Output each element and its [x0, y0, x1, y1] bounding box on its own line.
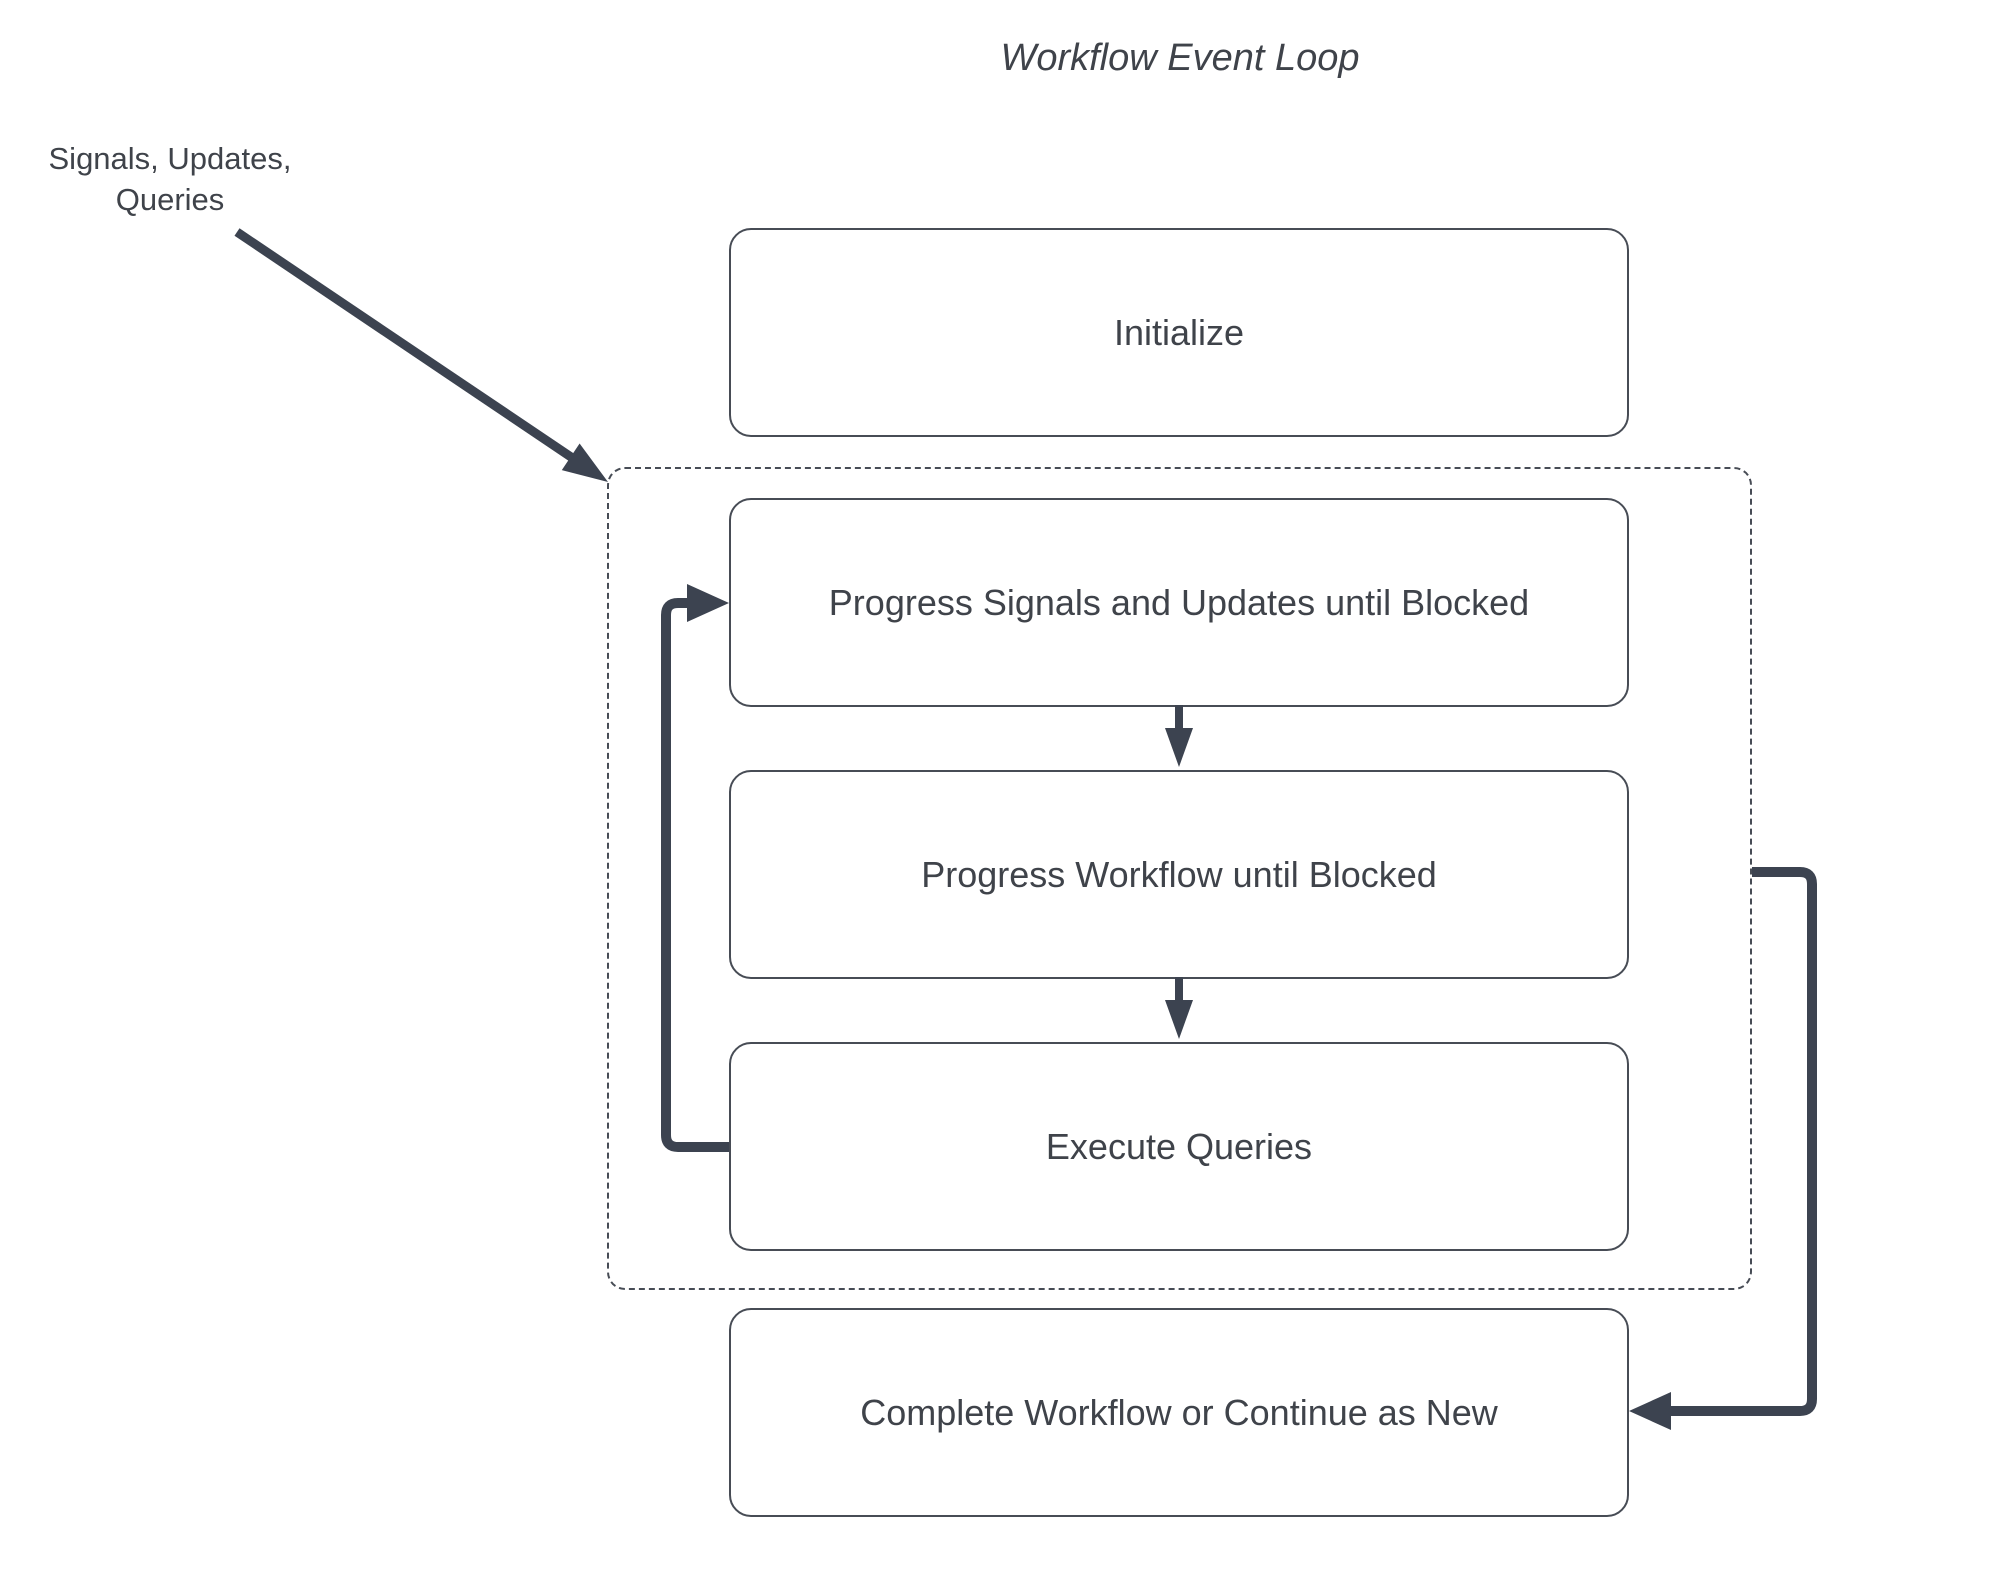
edge-input-to-loop-arrow [234, 228, 608, 482]
node-initialize: Initialize [729, 228, 1629, 437]
node-execute-queries-label: Execute Queries [1045, 1125, 1313, 1167]
node-initialize-label: Initialize [1113, 311, 1245, 353]
edge-input-to-loop-line [234, 228, 574, 461]
node-progress-signals: Progress Signals and Updates until Block… [729, 498, 1629, 707]
diagram-title: Workflow Event Loop [1000, 37, 1360, 79]
node-complete-workflow: Complete Workflow or Continue as New [729, 1308, 1629, 1517]
external-input-label-line1: Signals, Updates, [48, 141, 292, 176]
edge-loop-to-complete-arrowhead-icon [1629, 1392, 1671, 1430]
node-progress-workflow: Progress Workflow until Blocked [729, 770, 1629, 979]
node-execute-queries: Execute Queries [729, 1042, 1629, 1251]
node-progress-signals-label: Progress Signals and Updates until Block… [828, 581, 1530, 623]
node-progress-workflow-label: Progress Workflow until Blocked [921, 853, 1437, 895]
edge-input-to-loop-arrowhead-icon [561, 443, 608, 482]
external-input-label-line2: Queries [115, 182, 225, 217]
external-input-label: Signals, Updates, Queries [10, 138, 330, 220]
node-complete-workflow-label: Complete Workflow or Continue as New [860, 1391, 1498, 1433]
